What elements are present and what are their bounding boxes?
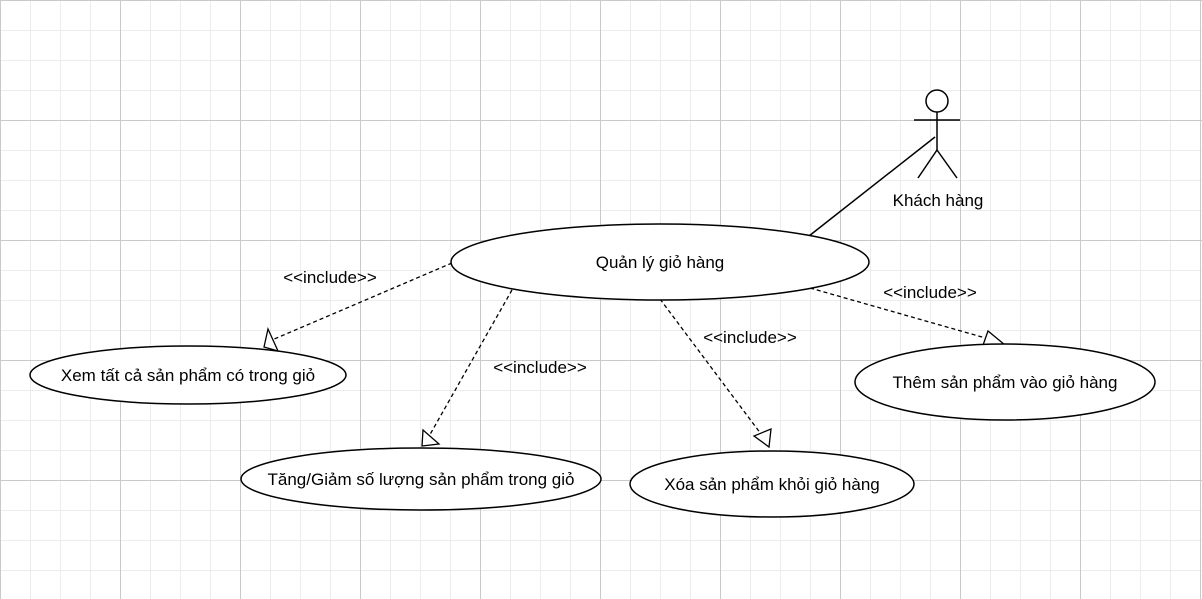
use-case-shape xyxy=(29,345,347,405)
include-label-adjust-quantity: <<include>> xyxy=(493,358,587,377)
use-case-quan-ly-gio-hang[interactable]: Quản lý giỏ hàng xyxy=(450,223,870,301)
use-case-shape xyxy=(854,343,1156,421)
include-line-add-item xyxy=(809,287,997,342)
include-label-add-item: <<include>> xyxy=(883,283,977,302)
use-case-tang-giam-so-luong[interactable]: Tăng/Giảm số lượng sản phẩm trong giỏ xyxy=(240,447,602,511)
include-label-remove-item: <<include>> xyxy=(703,328,797,347)
actor-head xyxy=(925,89,949,113)
actor-right-leg xyxy=(936,149,958,179)
use-case-shape xyxy=(450,223,870,301)
use-case-xoa-san-pham[interactable]: Xóa sản phẩm khỏi giỏ hàng xyxy=(629,450,915,518)
include-line-view-all xyxy=(271,262,453,341)
include-arrowhead-view-all xyxy=(263,326,280,353)
include-line-remove-item xyxy=(659,298,765,439)
use-case-label: Thêm sản phẩm vào giỏ hàng xyxy=(893,373,1118,392)
actor-label: Khách hàng xyxy=(893,191,984,210)
use-case-shape xyxy=(629,450,915,518)
association-line xyxy=(808,136,936,237)
include-arrowhead-adjust-quantity xyxy=(421,428,441,447)
include-label-view-all: <<include>> xyxy=(283,268,377,287)
use-case-label: Tăng/Giảm số lượng sản phẩm trong giỏ xyxy=(268,470,575,489)
use-case-label: Xóa sản phẩm khỏi giỏ hàng xyxy=(664,475,880,494)
actor-left-leg xyxy=(917,149,938,179)
include-arrowhead-remove-item xyxy=(752,427,772,449)
use-case-label: Quản lý giỏ hàng xyxy=(596,253,725,272)
include-line-adjust-quantity xyxy=(427,289,513,439)
use-case-xem-tat-ca[interactable]: Xem tất cả sản phẩm có trong giỏ xyxy=(29,345,347,405)
use-case-label: Xem tất cả sản phẩm có trong giỏ xyxy=(61,366,315,385)
actor-khach-hang[interactable]: Khách hàng xyxy=(893,89,984,210)
use-case-them-san-pham[interactable]: Thêm sản phẩm vào giỏ hàng xyxy=(854,343,1156,421)
use-case-shape xyxy=(240,447,602,511)
